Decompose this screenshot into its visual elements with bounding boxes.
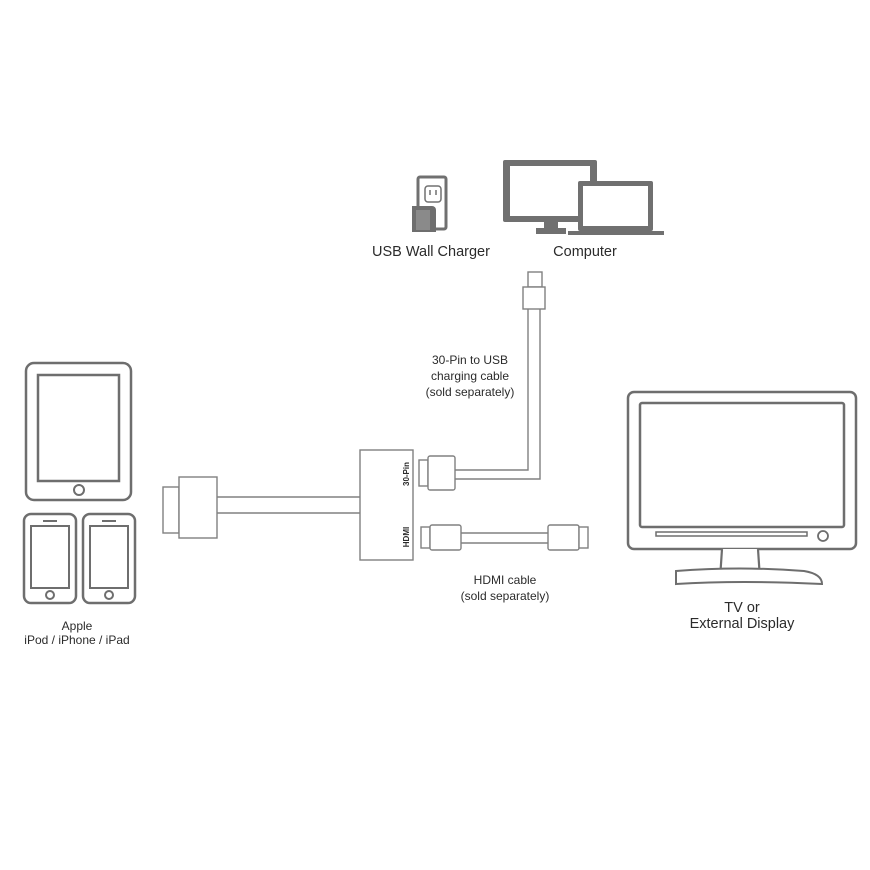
tv-label-line2: External Display (690, 616, 796, 632)
cable-30pin-line1: 30-Pin to USB (432, 353, 508, 367)
apple-label-line2: iPod / iPhone / iPad (24, 633, 129, 647)
hdmi-cable-line2: (sold separately) (461, 589, 550, 603)
cable-30pin-line2: charging cable (431, 369, 509, 383)
apple-label-line1: Apple (62, 619, 93, 633)
computer-label: Computer (553, 244, 617, 260)
30pin-plug (418, 455, 456, 491)
port-hdmi-label: HDMI (402, 527, 411, 547)
port-30pin-label: 30-Pin (402, 462, 411, 486)
iphone-icon (22, 512, 78, 605)
wall-charger-icon (412, 175, 448, 232)
wall-charger-label: USB Wall Charger (372, 244, 490, 260)
ipod-icon (81, 512, 137, 605)
cable-30pin-line3: (sold separately) (426, 385, 515, 399)
computer-icon (503, 160, 664, 235)
usb-connector (522, 271, 546, 310)
dock-cable (217, 496, 360, 514)
av-adapter: 30-Pin HDMI (359, 449, 414, 561)
hdmi-cable-line1: HDMI cable (474, 573, 537, 587)
usb-charging-cable (455, 309, 541, 480)
tv-label-line1: TV or (724, 600, 760, 616)
dock-connector (162, 476, 218, 539)
tv-icon (626, 390, 858, 586)
ipad-icon (24, 361, 133, 502)
hdmi-cable (420, 524, 589, 551)
